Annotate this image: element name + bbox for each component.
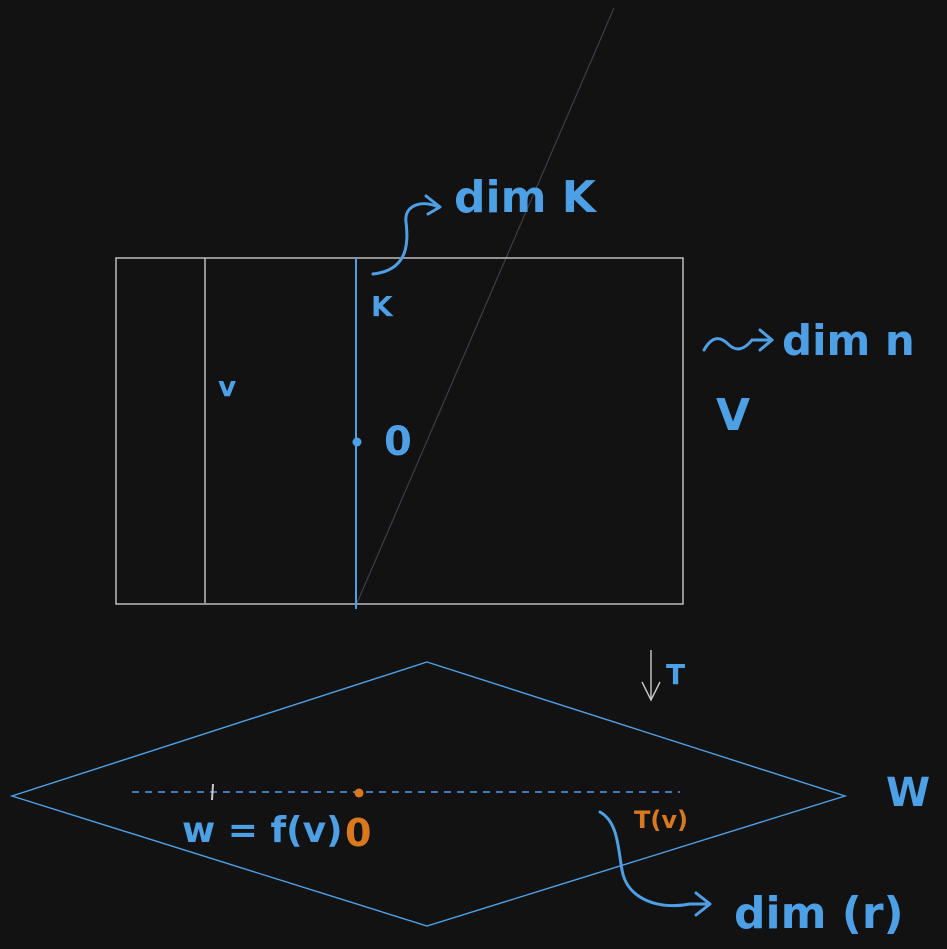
domain-V-label: V — [716, 390, 750, 441]
domain-dim-arrow — [702, 337, 770, 352]
image-Tv-label: T(v) — [634, 806, 688, 834]
w-equals-fv-label: w = f(v) — [182, 810, 343, 851]
transformation-T-label: T — [666, 658, 685, 691]
image-dim-arrowhead — [694, 891, 712, 917]
image-dim-arrow — [598, 810, 708, 908]
dim-r-label: dim (r) — [734, 888, 904, 939]
transformation-arrowhead — [641, 681, 661, 702]
diagonal-guide-line — [356, 7, 615, 604]
domain-dim-arrowhead — [758, 328, 774, 352]
kernel-label: K — [371, 290, 394, 323]
kernel-zero-label: 0 — [384, 419, 412, 465]
codomain-zero-label: 0 — [345, 811, 371, 855]
domain-space-rectangle — [115, 257, 684, 605]
dim-n-label: dim n — [782, 316, 915, 365]
vector-v-label: v — [218, 370, 236, 403]
kernel-dim-arrow — [371, 202, 438, 276]
origin-dot-blue — [352, 437, 362, 447]
origin-dot-orange — [354, 788, 364, 798]
w-tick-mark — [211, 783, 214, 801]
kernel-dim-arrowhead — [424, 194, 442, 216]
dim-k-label: dim K — [454, 172, 598, 223]
codomain-W-label: W — [886, 770, 930, 816]
codomain-space-diamond — [9, 661, 848, 927]
